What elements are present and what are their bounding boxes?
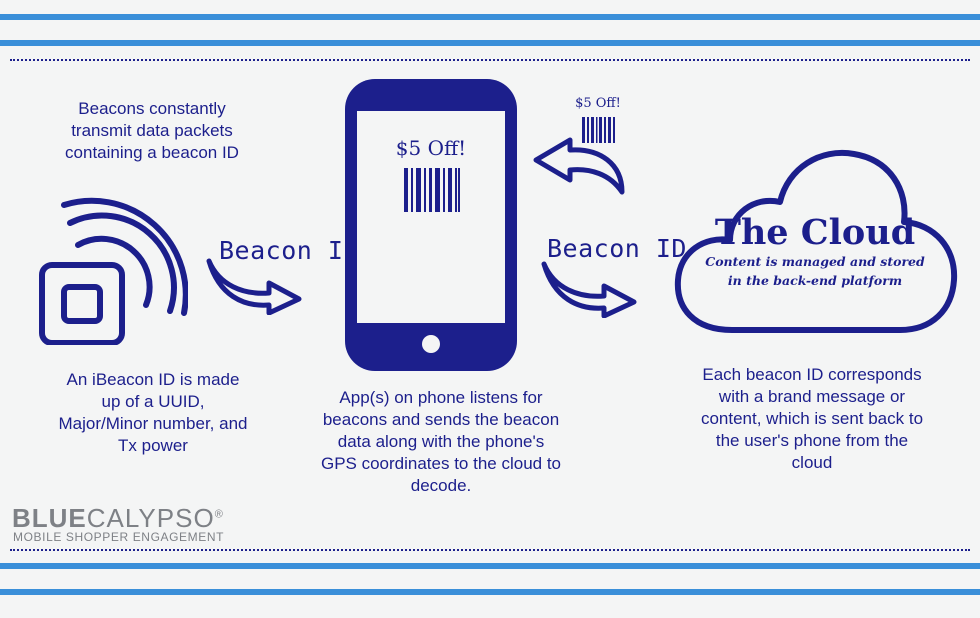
cloud-title: The Cloud [714, 212, 916, 253]
right-arrow-icon-right [541, 261, 637, 318]
barcode-icon-large [404, 168, 460, 212]
beacon-icon [39, 197, 188, 345]
brand-part-1: BLUE [12, 503, 87, 533]
cloud-subtitle: Content is managed and stored in the bac… [705, 254, 925, 288]
bottom-bar-2 [0, 589, 980, 595]
beacon-transmit-text: Beacons constantly transmit data packets… [65, 99, 239, 162]
curved-back-arrow-icon [533, 137, 625, 195]
cloud-icon [674, 150, 958, 333]
top-bar-2 [0, 40, 980, 46]
brand-part-2: CALYPSO [86, 503, 215, 533]
beacon-id-label-left: Beacon ID [219, 236, 359, 265]
brand-logo: BLUECALYPSO® [12, 503, 224, 534]
return-offer-text: $5 Off! [575, 96, 621, 111]
beacon-id-label-right: Beacon ID [547, 234, 687, 263]
registered-mark: ® [214, 508, 224, 521]
phone-icon [345, 79, 517, 371]
brand-tagline: MOBILE SHOPPER ENGAGEMENT [13, 530, 225, 544]
barcode-icon-small [582, 117, 615, 143]
each-beacon-text: Each beacon ID corresponds with a brand … [700, 365, 924, 472]
right-arrow-icon-left [206, 258, 302, 315]
phone-offer-text: $5 Off! [395, 136, 467, 160]
top-dotted-divider [10, 59, 970, 61]
app-listens-text: App(s) on phone listens for beacons and … [320, 388, 562, 495]
top-bar-1 [0, 14, 980, 20]
ibeacon-id-text: An iBeacon ID is made up of a UUID, Majo… [58, 370, 248, 455]
bottom-bar-1 [0, 563, 980, 569]
bottom-dotted-divider [10, 549, 970, 551]
